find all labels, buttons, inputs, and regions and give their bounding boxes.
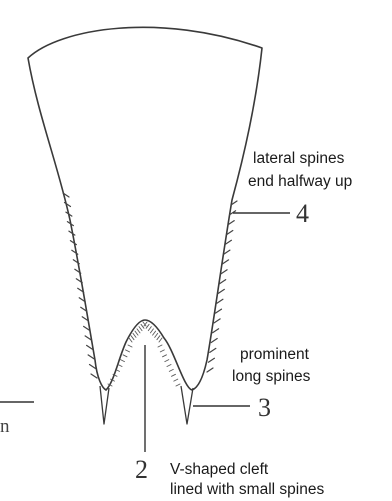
cleft-spine: [174, 379, 178, 381]
label-number-3: 3: [258, 393, 271, 422]
cleft-spine: [160, 350, 164, 352]
cleft-spine: [126, 350, 130, 352]
cleft-spine: [131, 336, 134, 340]
label-cleft-line2: lined with small spines: [170, 481, 324, 498]
right-lateral-spines: [207, 201, 237, 372]
right-prominent-spine: [181, 386, 193, 424]
cleft-spine: [129, 338, 132, 342]
lateral-spine: [225, 240, 231, 244]
cleft-spine: [163, 355, 167, 357]
cleft-spine: [176, 384, 180, 386]
label-number-2: 2: [135, 455, 148, 484]
lateral-spine: [87, 345, 93, 349]
label-prominent-line2: long spines: [232, 368, 311, 385]
lateral-spine: [91, 374, 97, 378]
cleft-spine: [118, 365, 122, 367]
lateral-spine: [221, 270, 227, 274]
telson-outline: [28, 27, 262, 390]
lateral-spine: [218, 289, 224, 293]
lateral-spine: [211, 339, 217, 343]
cleft-spine: [155, 333, 158, 337]
cleft-spine: [158, 345, 162, 347]
cleft-spine: [169, 369, 173, 371]
cleft-spine: [137, 329, 140, 333]
cleft-spine: [128, 345, 132, 347]
label-number-4: 4: [296, 199, 309, 228]
cleft-spine: [157, 336, 160, 340]
cleft-spine: [135, 331, 138, 335]
cleft-spine: [121, 360, 125, 362]
cleft-spine: [159, 338, 162, 342]
label-lateral-spines-line1: lateral spines: [253, 150, 345, 167]
cleft-spine: [123, 355, 127, 357]
cleft-spine: [150, 329, 153, 333]
cleft-spines: [108, 322, 180, 386]
lateral-spine: [217, 299, 223, 303]
lateral-spine: [223, 260, 229, 264]
lateral-spine: [207, 368, 213, 372]
cropped-letter: n: [0, 416, 10, 437]
label-cleft-line1: V-shaped cleft: [170, 461, 269, 478]
lateral-spine: [208, 358, 214, 362]
lateral-spine: [214, 319, 220, 323]
lateral-spine: [88, 355, 94, 359]
cleft-spine: [133, 333, 136, 337]
lateral-spine: [224, 250, 230, 254]
lateral-spine: [210, 348, 216, 352]
label-lateral-spines-line2: end halfway up: [248, 173, 352, 190]
cleft-spine: [165, 360, 169, 362]
left-lateral-spines: [63, 193, 97, 378]
cleft-spine: [153, 331, 156, 335]
cleft-spine: [139, 327, 142, 331]
lateral-spine: [216, 309, 222, 313]
lateral-spine: [213, 329, 219, 333]
cleft-spine: [141, 324, 144, 328]
cleft-spine: [167, 365, 171, 367]
label-prominent-line1: prominent: [240, 346, 310, 363]
left-prominent-spine: [100, 386, 109, 424]
cleft-spine: [146, 324, 149, 328]
lateral-spine: [90, 365, 96, 369]
cleft-spine: [148, 327, 151, 331]
cleft-spine: [172, 374, 176, 376]
lateral-spine: [220, 280, 226, 284]
